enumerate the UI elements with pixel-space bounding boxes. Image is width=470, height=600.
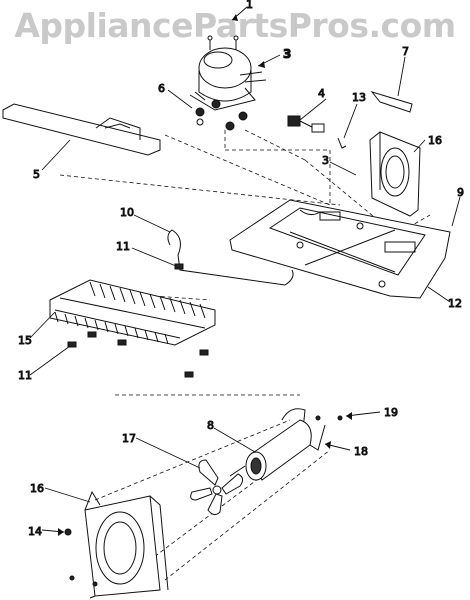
callout-11-bottom: 11 — [18, 369, 32, 382]
callout-3-mid: 3 — [322, 154, 329, 167]
callout-3-top: 3 — [283, 47, 291, 61]
relay-overload — [287, 115, 325, 133]
compressor-grommets — [195, 99, 248, 131]
callout-14: 14 — [28, 525, 42, 538]
callout-16-bottom: 16 — [30, 482, 44, 495]
callout-18: 18 — [354, 445, 368, 458]
fan-motor — [229, 419, 312, 481]
screw — [337, 415, 343, 421]
condenser-spacers — [67, 263, 209, 378]
shroud-screw — [64, 528, 72, 536]
callout-13: 13 — [352, 91, 366, 104]
callout-15: 15 — [18, 334, 32, 347]
callout-labels: 1 3 7 6 4 13 16 5 3 9 10 11 12 15 11 19 … — [18, 0, 465, 539]
alignment-lines — [59, 129, 431, 591]
callout-1: 1 — [246, 0, 253, 11]
machine-compartment-floor — [229, 199, 451, 299]
callout-8: 8 — [207, 419, 214, 432]
screw — [315, 415, 321, 421]
callout-12: 12 — [448, 297, 462, 310]
fan-blade — [190, 459, 244, 516]
compressor — [189, 35, 267, 111]
condenser-coil — [49, 279, 216, 346]
fan-shroud-upper — [369, 131, 421, 217]
callout-11-top: 11 — [116, 240, 130, 253]
clip — [337, 137, 347, 149]
callout-16-top: 16 — [428, 134, 442, 147]
defrost-tube — [167, 229, 294, 286]
callout-17: 17 — [122, 432, 136, 445]
cord-cover — [370, 91, 413, 113]
callout-7: 7 — [402, 45, 409, 58]
callout-6: 6 — [158, 82, 165, 95]
callout-4: 4 — [318, 87, 325, 100]
fan-shroud-lower — [69, 490, 169, 599]
callout-19: 19 — [384, 406, 398, 419]
watermark-text: AppliancePartsPros.com — [14, 6, 456, 45]
callout-9: 9 — [457, 186, 464, 199]
compressor-mount-plate — [2, 103, 161, 156]
callout-10: 10 — [120, 206, 134, 219]
callout-arrowheads — [58, 14, 352, 536]
callout-5: 5 — [33, 168, 40, 181]
